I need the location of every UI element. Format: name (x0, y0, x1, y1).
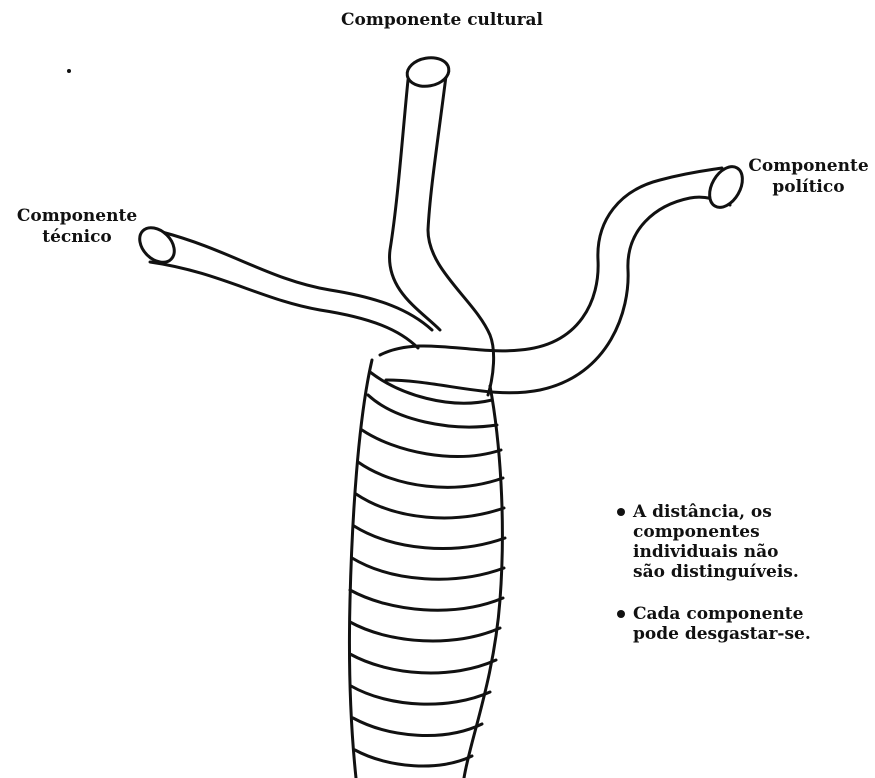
strand-cultural (390, 55, 494, 395)
label-componente-tecnico: Componente técnico (2, 206, 152, 248)
note-item: Cada componente pode desgastar-se. (617, 604, 857, 644)
bullet-dot-icon (617, 508, 625, 516)
note-text: A distância, os componentes individuais … (633, 502, 799, 582)
bullet-dot-icon (617, 610, 625, 618)
notes-list: A distância, os componentes individuais … (617, 502, 857, 666)
strand-tecnico (133, 221, 432, 348)
rope-trunk (349, 360, 505, 778)
note-text: Cada componente pode desgastar-se. (633, 604, 811, 644)
label-componente-cultural: Componente cultural (312, 10, 572, 31)
label-componente-politico: Componente político (742, 156, 875, 198)
note-item: A distância, os componentes individuais … (617, 502, 857, 582)
strand-politico (380, 161, 749, 393)
